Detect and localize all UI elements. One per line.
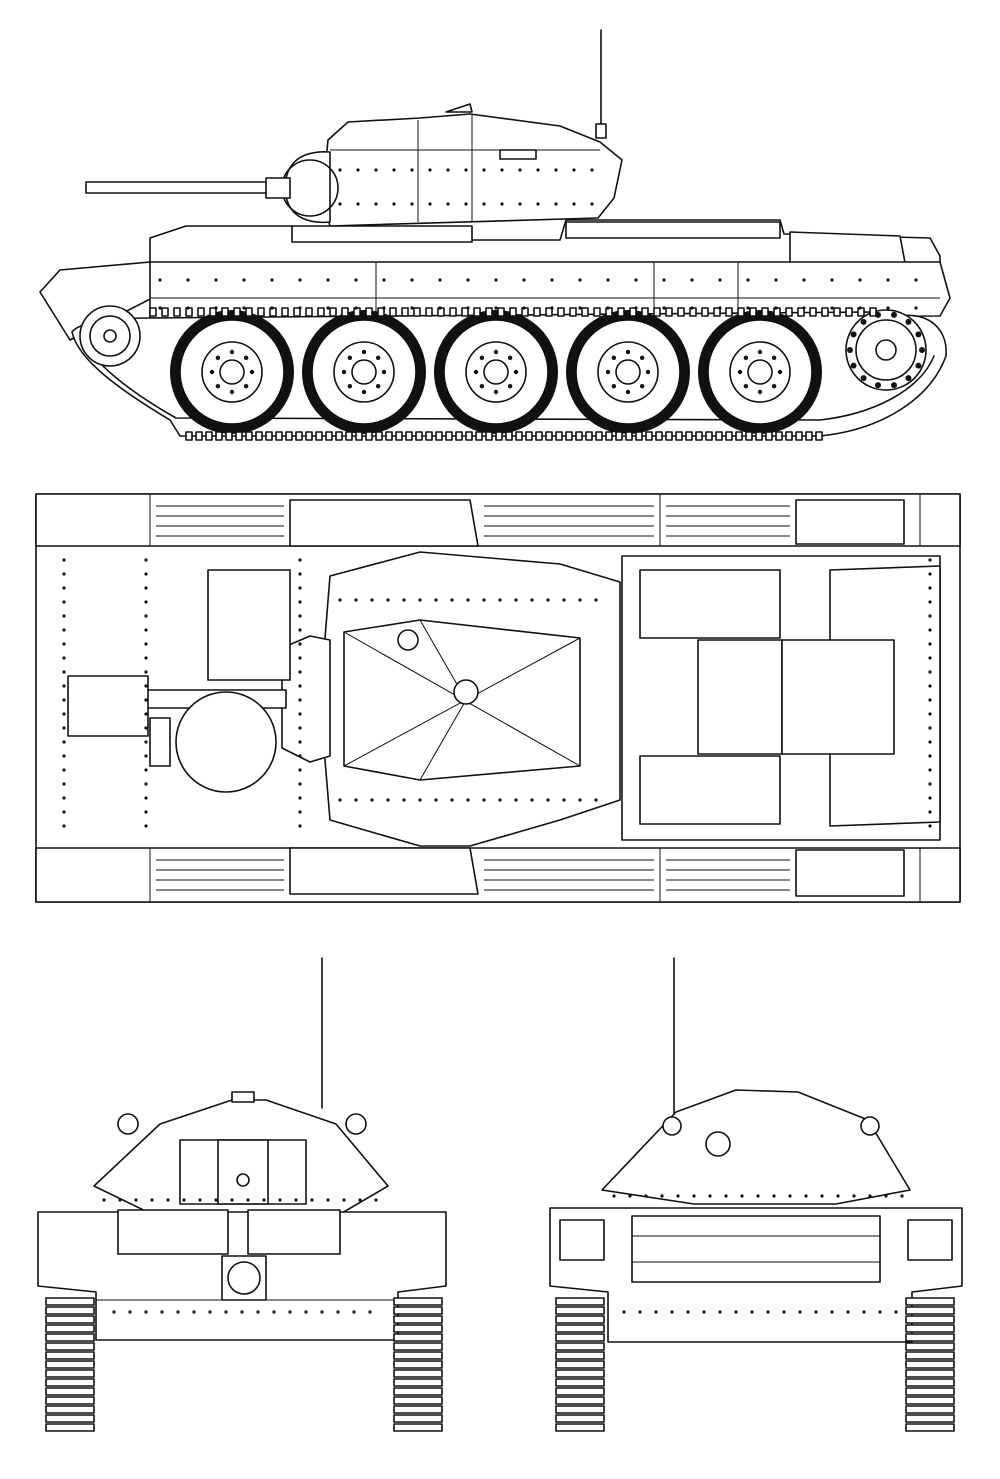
drive-sprocket bbox=[845, 309, 927, 391]
front-view bbox=[37, 957, 447, 1432]
driver-hatch bbox=[175, 691, 277, 793]
road-wheel bbox=[170, 310, 294, 434]
side-view bbox=[39, 29, 951, 441]
road-wheel bbox=[302, 310, 426, 434]
road-wheel bbox=[434, 310, 558, 434]
rear-view bbox=[549, 957, 963, 1432]
road-wheel bbox=[698, 310, 822, 434]
idler-wheel bbox=[79, 305, 141, 367]
road-wheel bbox=[566, 310, 690, 434]
tracks bbox=[45, 1297, 443, 1432]
tracks bbox=[555, 1297, 955, 1432]
road-wheels bbox=[170, 310, 822, 434]
turret-rear bbox=[601, 1089, 911, 1205]
top-view bbox=[35, 493, 961, 903]
main-gun bbox=[85, 181, 273, 194]
